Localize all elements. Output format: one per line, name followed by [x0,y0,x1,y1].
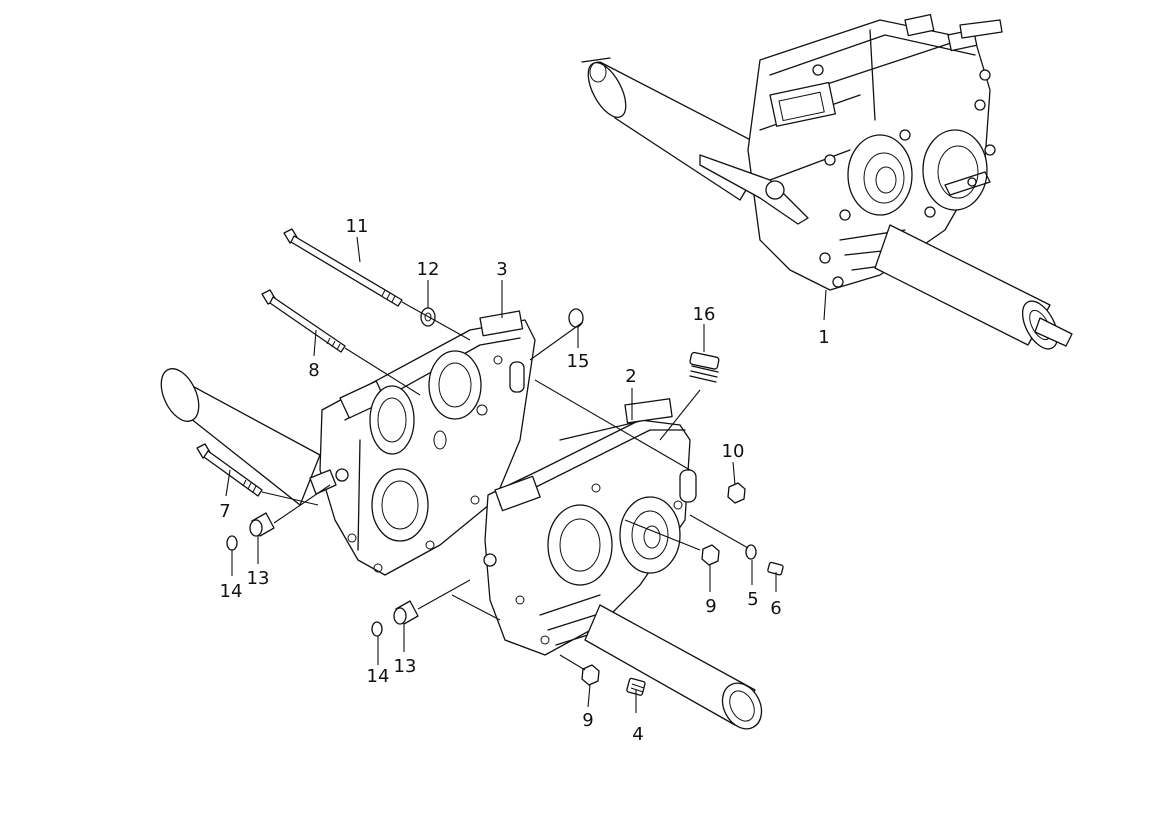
part-7-bolt [196,443,263,497]
part-11-long-bolt [283,228,403,307]
callout-8: 8 [308,360,319,381]
part-10-nut [727,482,746,504]
callout-13-upper: 13 [247,568,270,589]
callout-3: 3 [496,259,507,280]
part-5-o-ring [745,544,757,560]
callout-9-upper: 9 [705,596,716,617]
part-3-left-housing-half [160,310,536,576]
part-13-bushing-upper [249,512,275,537]
callout-1: 1 [818,327,829,348]
callout-15: 15 [567,351,590,372]
callout-5: 5 [747,589,758,610]
part-12-washer-hole [424,312,432,322]
callout-4: 4 [632,724,643,745]
callout-6: 6 [770,598,781,619]
callout-9-lower: 9 [582,710,593,731]
callout-labels: 1 2 3 4 5 6 7 8 9 9 10 11 12 13 13 14 14… [219,216,829,745]
part-14-washer-upper [226,535,238,551]
part-9-nut-upper [701,544,720,566]
part-1-transaxle-assembly [581,13,1073,350]
callout-16: 16 [693,304,716,325]
part-6-screw [767,561,784,576]
part-4-drain-plug [626,677,646,696]
callout-12: 12 [417,259,440,280]
part-15-o-ring [568,308,584,328]
part-16-breather-plug [689,351,720,383]
part-14-washer-lower [371,621,383,637]
callout-11: 11 [346,216,369,237]
callout-7: 7 [219,501,230,522]
part-13-bushing-lower [393,600,419,625]
callout-14-lower: 14 [367,666,390,687]
callout-leaders [225,236,827,713]
part-9-nut-lower [581,664,600,686]
part-8-bolt [261,289,346,353]
assembly-alignment-lines [261,301,749,671]
callout-10: 10 [722,441,745,462]
part-2-right-housing-half [483,398,763,730]
callout-14-upper: 14 [220,581,243,602]
callout-13-lower: 13 [394,656,417,677]
callout-2: 2 [625,366,636,387]
